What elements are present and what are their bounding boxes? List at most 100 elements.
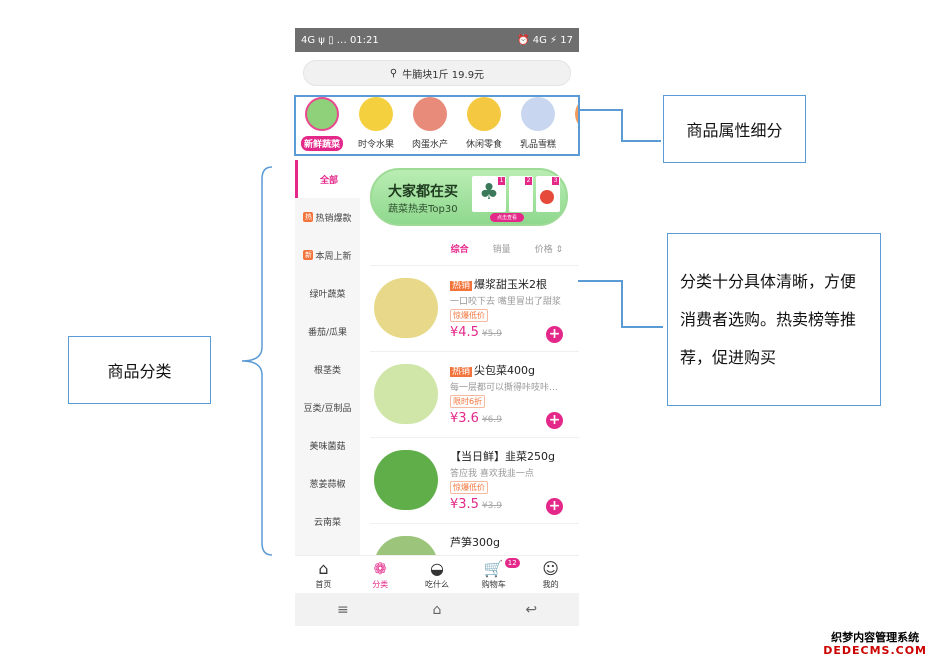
- category-item[interactable]: 快手: [565, 95, 579, 155]
- category-label: 肉蛋水产: [411, 140, 448, 150]
- hot-tag: 热销: [450, 367, 473, 377]
- status-icons: ⏰ 4G ⚡ 17: [517, 34, 573, 46]
- rank-number: 1: [498, 177, 505, 185]
- connector: [578, 280, 622, 282]
- annotation-category: 商品分类: [68, 336, 211, 404]
- sidebar-item[interactable]: 绿叶蔬菜: [295, 274, 360, 312]
- original-price: ¥3.9: [481, 501, 502, 511]
- clock: 01:21: [349, 34, 379, 46]
- rank-number: 2: [525, 177, 532, 185]
- add-to-cart-button[interactable]: +: [546, 412, 563, 429]
- product-item[interactable]: 【当日鲜】韭菜250g 答应我 喜欢我韭一点 惊爆低价 ¥3.5¥3.9+: [370, 437, 579, 523]
- tab-label: 购物车: [481, 580, 506, 589]
- category-image: [467, 97, 501, 131]
- product-desc: 每一层都可以撕得咔吱咔…: [450, 383, 559, 393]
- sidebar-item[interactable]: 根茎类: [295, 350, 360, 388]
- tab-item[interactable]: ⌂首页: [295, 556, 352, 593]
- product-image: [374, 364, 438, 424]
- product-item[interactable]: 热销尖包菜400g 每一层都可以撕得咔吱咔… 限时6折 ¥3.6¥6.9+: [370, 351, 579, 437]
- add-to-cart-button[interactable]: +: [546, 498, 563, 515]
- tag-icon: 热: [303, 212, 314, 222]
- search-input[interactable]: ⚲牛腩块1斤 19.9元: [303, 60, 571, 86]
- category-image: [521, 97, 555, 131]
- tomato-icon: [540, 190, 554, 204]
- connector: [621, 280, 623, 327]
- price: ¥3.6: [450, 411, 479, 426]
- category-label: 乳品雪糕: [519, 140, 556, 150]
- category-label: 新鲜蔬菜: [300, 136, 343, 151]
- category-highlight-box: [294, 95, 580, 156]
- tab-label: 分类: [372, 580, 389, 589]
- category-item[interactable]: 休闲零食: [457, 95, 511, 155]
- cart-badge: 12: [504, 558, 520, 568]
- price: ¥3.5: [450, 497, 479, 512]
- sort-sales[interactable]: 销量: [492, 245, 511, 255]
- menu-icon[interactable]: ≡: [336, 601, 349, 618]
- view-button[interactable]: 点击查看: [490, 213, 525, 222]
- product-name-row: 芦笋300g: [450, 534, 500, 550]
- tab-item[interactable]: ◒吃什么: [409, 556, 466, 593]
- tab-item[interactable]: 🛒12 购物车: [465, 556, 522, 593]
- annotation-text: 分类十分具体清晰，方便消费者选购。热卖榜等推荐，促进购买: [680, 271, 857, 367]
- category-item[interactable]: 乳品雪糕: [511, 95, 565, 155]
- tab-item[interactable]: ☺我的: [522, 556, 579, 593]
- tab-icon: ◒: [430, 559, 444, 579]
- sidebar-item-label: 根茎类: [313, 365, 341, 376]
- sidebar-item[interactable]: 葱姜蒜椒: [295, 464, 360, 502]
- promo-tag: 惊爆低价: [450, 481, 488, 494]
- tab-glyph: 🛒: [483, 559, 504, 578]
- category-label: 休闲零食: [465, 140, 502, 150]
- price-row: ¥3.5¥3.9: [450, 497, 502, 512]
- tab-glyph: ⌂: [318, 559, 329, 578]
- sidebar-item[interactable]: 热热销爆款: [295, 198, 360, 236]
- category-item[interactable]: 肉蛋水产: [403, 95, 457, 155]
- tab-glyph: ☺: [542, 559, 559, 578]
- sidebar-item-label: 番茄/瓜果: [307, 327, 348, 338]
- category-image: [359, 97, 393, 131]
- sidebar-item[interactable]: 新本周上新: [295, 236, 360, 274]
- back-icon[interactable]: ↩: [525, 601, 538, 618]
- tab-icon: ⌂: [318, 559, 328, 579]
- sidebar-item-label: 葱姜蒜椒: [309, 479, 346, 490]
- sidebar-item[interactable]: 美味菌菇: [295, 426, 360, 464]
- sidebar: 全部热热销爆款新本周上新绿叶蔬菜番茄/瓜果根茎类豆类/豆制品美味菌菇葱姜蒜椒云南…: [295, 160, 360, 555]
- top30-banner[interactable]: 大家都在买 蔬菜热卖Top30 ♣1 2 3 点击查看: [370, 168, 568, 226]
- tab-item[interactable]: ❁分类: [352, 556, 409, 593]
- system-nav: ≡ ⌂ ↩: [295, 593, 579, 626]
- banner-title: 大家都在买: [388, 184, 458, 200]
- product-name: 爆浆甜玉米2根: [474, 278, 548, 291]
- sort-price[interactable]: 价格 ⇕: [534, 245, 563, 255]
- hot-tag: 热销: [450, 281, 473, 291]
- annotation-text: 商品属性细分: [686, 121, 783, 140]
- product-name: 芦笋300g: [450, 536, 500, 549]
- search-placeholder: 牛腩块1斤 19.9元: [402, 69, 485, 81]
- sidebar-item[interactable]: 全部: [295, 160, 360, 198]
- connector: [621, 140, 661, 142]
- category-item[interactable]: 新鲜蔬菜: [295, 95, 349, 155]
- home-icon[interactable]: ⌂: [432, 601, 442, 618]
- product-desc: 一口咬下去 嘴里冒出了甜浆: [450, 297, 561, 307]
- category-item[interactable]: 时令水果: [349, 95, 403, 155]
- original-price: ¥6.9: [481, 415, 502, 425]
- annotation-text: 商品分类: [107, 362, 172, 381]
- add-to-cart-button[interactable]: +: [546, 326, 563, 343]
- tab-label: 吃什么: [424, 580, 449, 589]
- status-bar: 4G ψ ▯ … 01:21 ⏰ 4G ⚡ 17: [295, 28, 579, 52]
- connector: [621, 109, 623, 141]
- rank-number: 3: [552, 177, 559, 185]
- rank-card: 2: [509, 176, 533, 212]
- sidebar-item[interactable]: 豆类/豆制品: [295, 388, 360, 426]
- sidebar-item[interactable]: 番茄/瓜果: [295, 312, 360, 350]
- product-name: 【当日鲜】韭菜250g: [450, 450, 555, 463]
- original-price: ¥5.9: [481, 329, 502, 339]
- sidebar-item[interactable]: 云南菜: [295, 502, 360, 540]
- sort-default[interactable]: 综合: [450, 245, 469, 255]
- product-name-row: 【当日鲜】韭菜250g: [450, 448, 555, 464]
- watermark-text: DEDECMS.COM: [823, 644, 927, 657]
- connector: [621, 326, 663, 328]
- tab-label: 首页: [315, 580, 332, 589]
- promo-tag: 惊爆低价: [450, 309, 488, 322]
- product-item[interactable]: 热销爆浆甜玉米2根 一口咬下去 嘴里冒出了甜浆 惊爆低价 ¥4.5¥5.9+: [370, 265, 579, 351]
